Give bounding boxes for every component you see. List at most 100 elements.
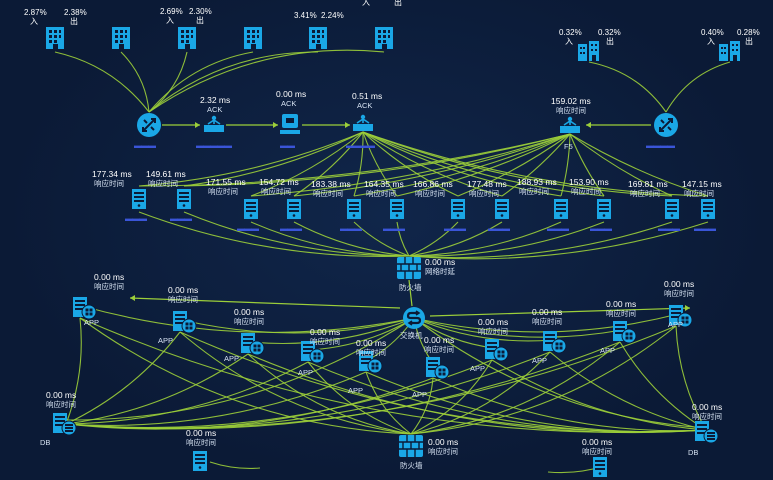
link-line bbox=[408, 221, 562, 257]
link-line bbox=[138, 133, 571, 187]
link-line bbox=[249, 317, 415, 344]
app-name: APP bbox=[348, 386, 364, 395]
link-line bbox=[309, 317, 415, 351]
f5-label: 响应时间 bbox=[556, 106, 586, 115]
link-line bbox=[65, 371, 367, 426]
link-line bbox=[362, 131, 398, 197]
app-name: APP bbox=[298, 368, 314, 377]
right-building-2-out-label: 出 bbox=[745, 37, 753, 46]
server-name-redacted: ▬▬▬ bbox=[280, 224, 302, 233]
right-building-1-out-label: 出 bbox=[606, 37, 614, 46]
balancer-icon bbox=[559, 116, 581, 139]
link-line bbox=[138, 211, 410, 257]
router-right-label-redacted: ▬▬▬▬ bbox=[646, 141, 675, 150]
link-line bbox=[413, 317, 553, 342]
server-icon bbox=[450, 198, 466, 225]
balancer-icon bbox=[203, 115, 225, 138]
app-name: APP bbox=[470, 364, 486, 373]
app-name: APP bbox=[668, 320, 684, 329]
link-line bbox=[413, 317, 708, 429]
app-server-icon bbox=[72, 296, 98, 325]
link-line bbox=[183, 211, 410, 257]
link-line bbox=[353, 131, 364, 197]
server-icon bbox=[494, 198, 510, 225]
app-label: 响应时间 bbox=[606, 309, 636, 318]
server-label: 响应时间 bbox=[366, 189, 396, 198]
balancer-1-label: ACK bbox=[207, 105, 223, 114]
server-name-redacted: ▬▬▬ bbox=[694, 224, 716, 233]
building-3-in: 2.69% bbox=[160, 7, 183, 16]
router-icon bbox=[136, 112, 162, 143]
server-label: 响应时间 bbox=[313, 189, 343, 198]
app-ms: 0.00 ms bbox=[356, 338, 387, 348]
link-arrow bbox=[345, 122, 350, 128]
link-line bbox=[410, 359, 493, 435]
server-ms: 147.15 ms bbox=[682, 179, 722, 189]
link-line bbox=[120, 51, 150, 113]
balancer-2-name-redacted: ▬▬ bbox=[280, 141, 295, 150]
right-building-1-in-label: 入 bbox=[565, 37, 573, 46]
server-icon bbox=[389, 198, 405, 225]
server-ms: 166.86 ms bbox=[413, 179, 453, 189]
server-name-redacted: ▬▬▬ bbox=[237, 224, 259, 233]
link-arrow bbox=[685, 305, 690, 311]
server-icon bbox=[131, 188, 147, 215]
server-name-redacted: ▬▬▬ bbox=[658, 224, 680, 233]
link-line bbox=[413, 317, 623, 338]
bottom-server-label: 响应时间 bbox=[582, 447, 612, 456]
link-line bbox=[501, 133, 571, 197]
link-line bbox=[675, 325, 707, 431]
app-ms: 0.00 ms bbox=[664, 279, 695, 289]
building-3-out-label: 出 bbox=[196, 16, 204, 25]
server-ms: 149.61 ms bbox=[146, 169, 186, 179]
app-label: 响应时间 bbox=[356, 348, 386, 357]
app-name: APP bbox=[532, 356, 548, 365]
app-ms: 0.00 ms bbox=[168, 285, 199, 295]
router-icon bbox=[653, 112, 679, 143]
bottom-server-ms: 0.00 ms bbox=[186, 428, 217, 438]
app-server-icon bbox=[300, 340, 326, 369]
right-building-2-in-label: 入 bbox=[707, 37, 715, 46]
app-ms: 0.00 ms bbox=[94, 272, 125, 282]
building-5-in: 3.41% bbox=[294, 11, 317, 20]
link-line bbox=[65, 353, 249, 425]
db-name: DB bbox=[688, 448, 699, 457]
app-label: 响应时间 bbox=[234, 317, 264, 326]
firewall-top-name: 防火墙 bbox=[399, 283, 422, 292]
server-name-redacted: ▬▬▬ bbox=[488, 224, 510, 233]
server-icon bbox=[243, 198, 259, 225]
building-1-in-label: 入 bbox=[30, 17, 38, 26]
building-5-out-label: 出 bbox=[394, 0, 402, 7]
app-ms: 0.00 ms bbox=[532, 307, 563, 317]
app-name: APP bbox=[224, 354, 240, 363]
right-building-1-in: 0.32% bbox=[559, 28, 582, 37]
app-name: APP bbox=[84, 318, 100, 327]
server-label: 响应时间 bbox=[415, 189, 445, 198]
server-label: 响应时间 bbox=[571, 187, 601, 196]
app-name: APP bbox=[158, 336, 174, 345]
firewall-bottom-name: 防火墙 bbox=[400, 461, 423, 470]
balancer-1-ms: 2.32 ms bbox=[200, 95, 231, 105]
server-label: 响应时间 bbox=[261, 187, 291, 196]
link-line bbox=[65, 377, 434, 430]
server-label: 响应时间 bbox=[630, 189, 660, 198]
link-line bbox=[65, 331, 181, 425]
link-line bbox=[457, 133, 571, 197]
server-icon bbox=[346, 198, 362, 225]
server-label: 响应时间 bbox=[684, 189, 714, 198]
link-arrow bbox=[586, 122, 591, 128]
firewall-icon bbox=[398, 434, 424, 463]
app-ms: 0.00 ms bbox=[424, 335, 455, 345]
firewall-top-label: 网络时延 bbox=[425, 267, 455, 276]
f5-name: F5 bbox=[564, 142, 573, 151]
link-line bbox=[79, 317, 412, 435]
link-line bbox=[362, 131, 459, 197]
link-line bbox=[588, 61, 667, 113]
server-ms: 177.48 ms bbox=[467, 179, 507, 189]
app-label: 响应时间 bbox=[94, 282, 124, 291]
link-line bbox=[247, 353, 412, 435]
building-icon bbox=[242, 26, 264, 55]
building-icon bbox=[577, 40, 601, 67]
